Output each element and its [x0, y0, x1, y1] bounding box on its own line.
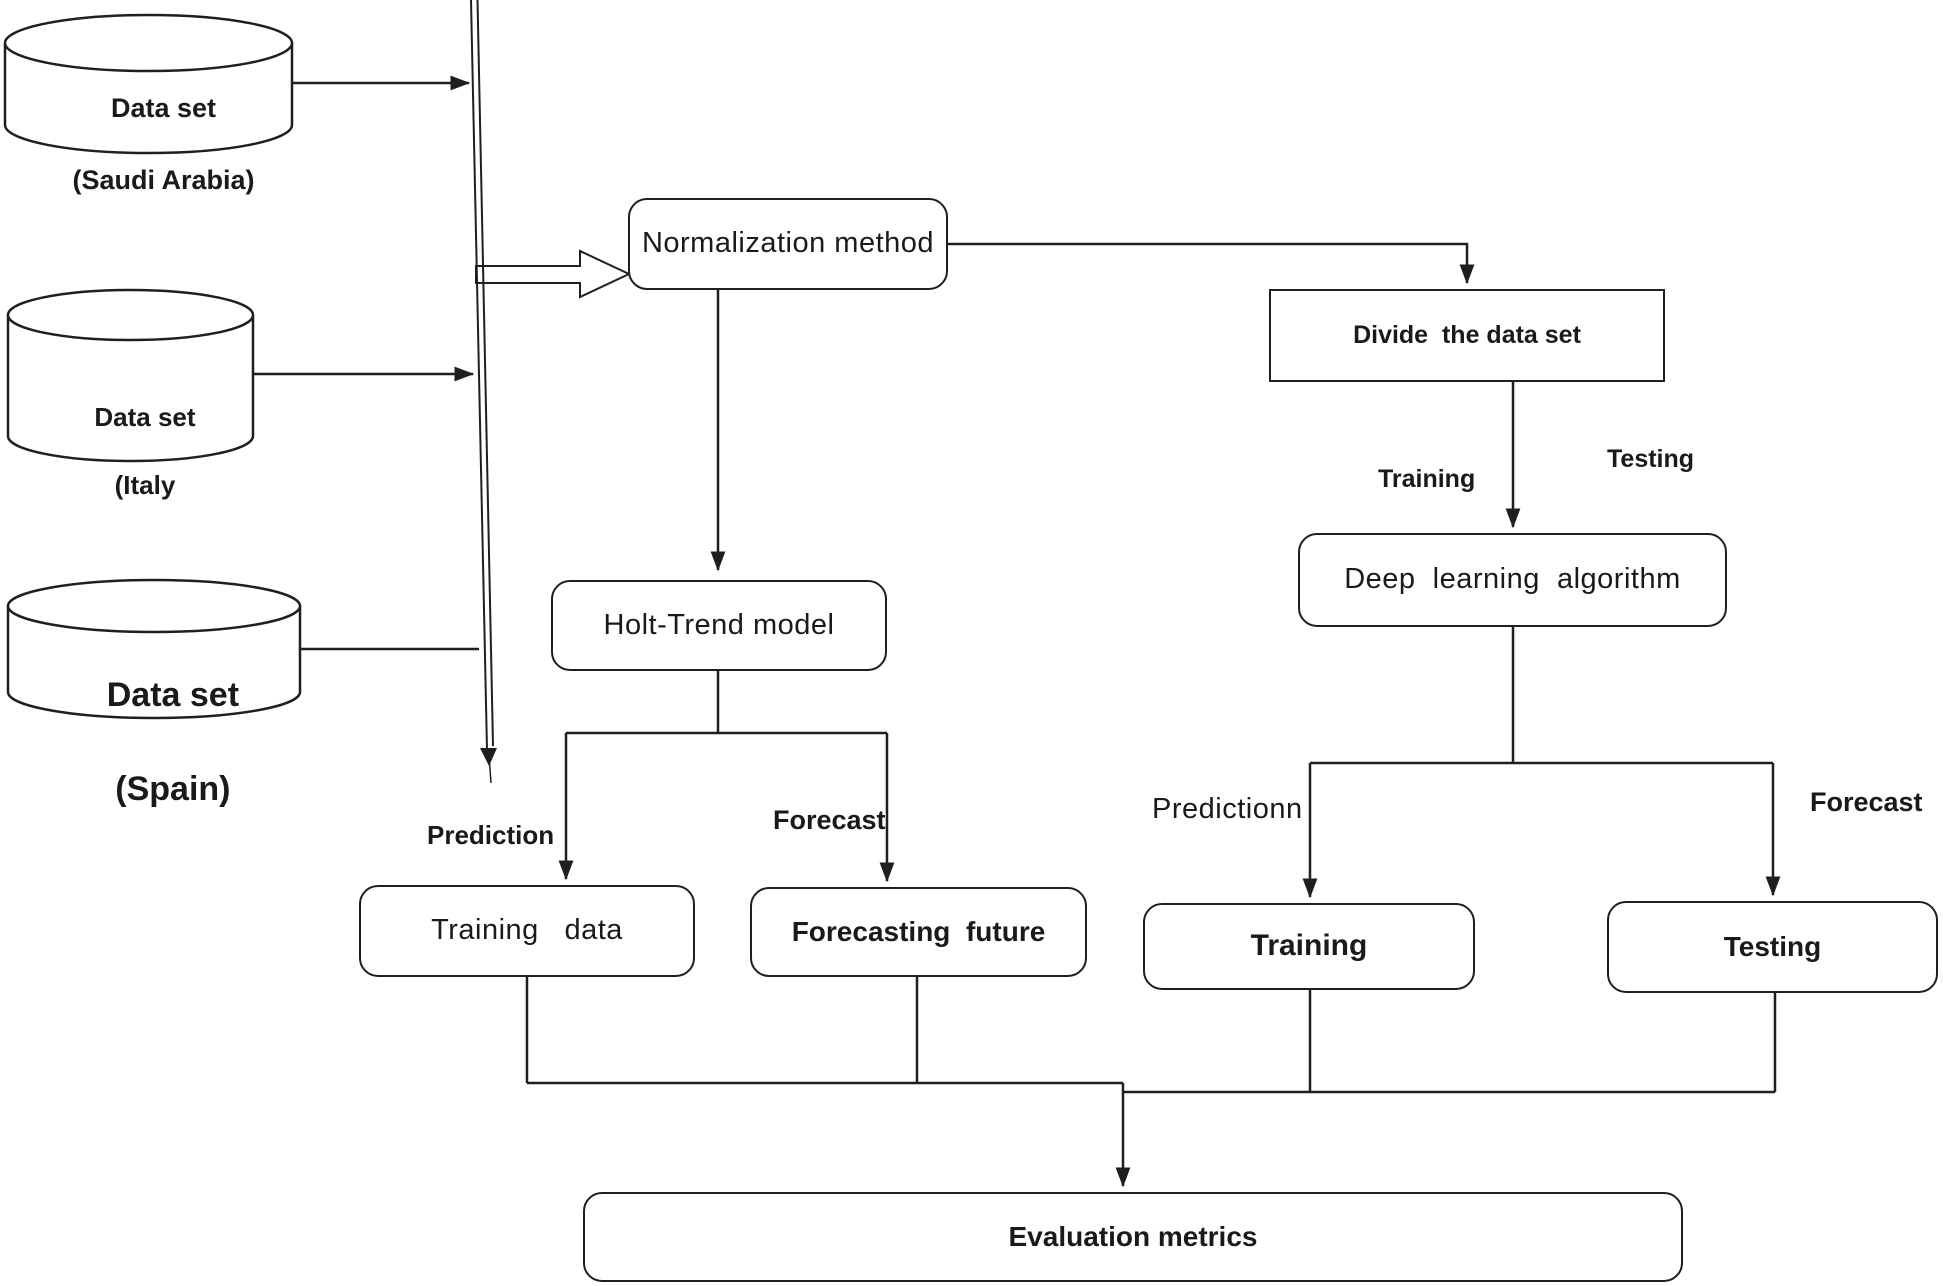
edge-label-prediction: Prediction	[427, 820, 555, 850]
node-deep-learning-algorithm: Deep learning algorithm	[1298, 533, 1727, 627]
dataset-spain-line1: Data set	[106, 676, 240, 714]
block-arrow-into-normalization	[475, 249, 632, 299]
node-testing: Testing	[1607, 901, 1938, 993]
edge-normalization-to-divide	[948, 242, 1475, 285]
edge-label-training: Training	[1378, 465, 1476, 493]
collector-line-arrowhead	[480, 748, 497, 766]
edge-label-forecast-right: Forecast	[1810, 787, 1923, 817]
node-training: Training	[1143, 903, 1475, 990]
dataset-saudi-label: Data set (Saudi Arabia)	[5, 54, 292, 234]
node-training-data: Training data	[359, 885, 695, 977]
collector-double-line	[470, 0, 494, 784]
edge-label-forecast-left: Forecast	[773, 805, 886, 835]
dataset-italy-line2: (Italy	[114, 470, 176, 500]
dataset-saudi-line1: Data set	[110, 93, 217, 123]
edge-label-testing: Testing	[1607, 445, 1695, 473]
database-cylinder-saudi	[3, 13, 294, 155]
node-forecasting-future: Forecasting future	[750, 887, 1087, 977]
database-cylinder-spain	[6, 578, 302, 720]
node-evaluation-metrics: Evaluation metrics	[583, 1192, 1683, 1282]
dataset-italy-label: Data set (Italy	[8, 366, 253, 536]
dataset-spain-label: Data set (Spain)	[8, 625, 300, 860]
node-normalization-method: Normalization method	[628, 198, 948, 290]
edge-label-predictionn: Predictionn	[1152, 793, 1303, 825]
node-holt-trend-model: Holt-Trend model	[551, 580, 887, 671]
dataset-italy-line1: Data set	[94, 402, 196, 432]
database-cylinder-italy	[6, 288, 255, 463]
dataset-spain-line2: (Spain)	[115, 770, 231, 808]
node-divide-data-set: Divide the data set	[1269, 289, 1665, 382]
dataset-saudi-line2: (Saudi Arabia)	[72, 165, 255, 195]
